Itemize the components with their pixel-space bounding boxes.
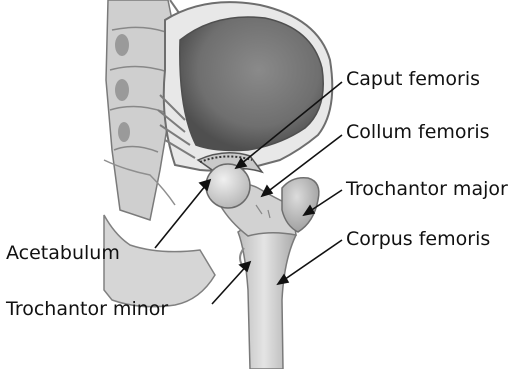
label-caput-femoris: Caput femoris (346, 68, 480, 90)
label-acetabulum: Acetabulum (6, 242, 120, 264)
label-trochantor-minor: Trochantor minor (6, 298, 168, 320)
label-trochantor-major: Trochantor major (346, 178, 508, 200)
label-collum-femoris: Collum femoris (346, 121, 490, 143)
label-corpus-femoris: Corpus femoris (346, 228, 490, 250)
iliac-wing (158, 2, 332, 171)
leader-trochantor-minor (212, 262, 250, 304)
